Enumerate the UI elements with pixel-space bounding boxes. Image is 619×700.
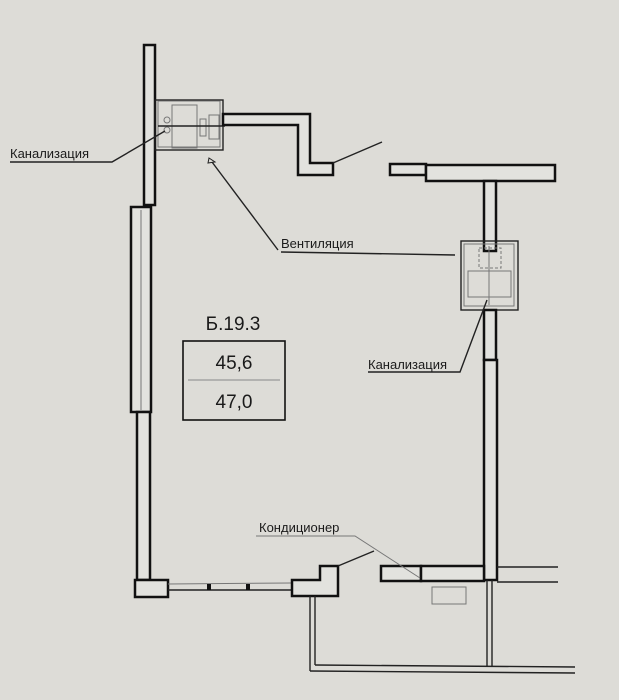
ventilation-label: Вентиляция [281,236,354,251]
right-wall [424,163,557,667]
air-conditioner-label: Кондиционер [259,520,339,535]
balcony-outline [309,596,576,674]
leader-lines [10,130,488,579]
left-wall [129,43,170,599]
sewer-label-right: Канализация [368,357,447,372]
ac-unit-ledge [379,564,558,605]
ventilation-duct [221,112,428,177]
sewer-label-left: Канализация [10,146,89,161]
living-area: 45,6 [216,353,253,374]
left-shaft [154,99,225,151]
area-box [182,340,286,421]
unit-id: Б.19.3 [206,314,261,335]
total-area: 47,0 [216,392,253,413]
balcony-door-block [290,550,375,598]
bottom-window [167,582,292,591]
